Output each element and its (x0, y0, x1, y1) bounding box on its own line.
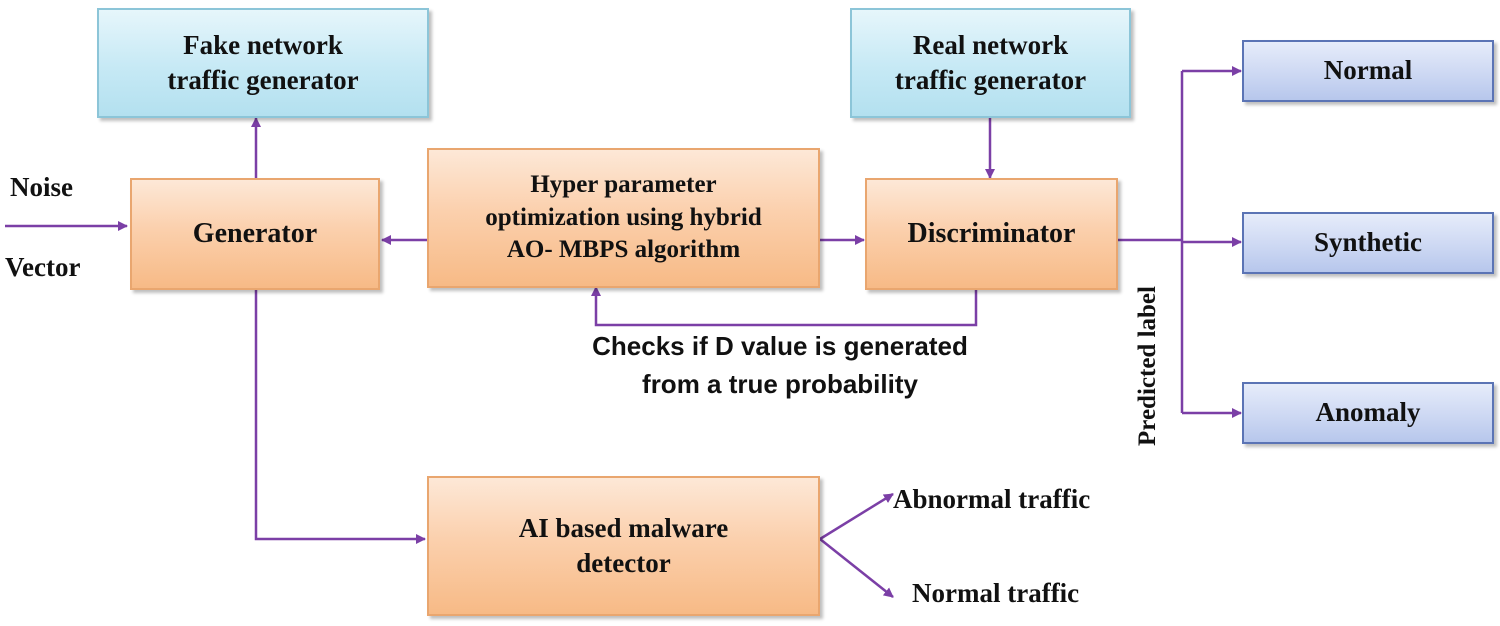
generator-box: Generator (130, 178, 380, 290)
checks-line-1: Checks if D value is generated (592, 331, 968, 361)
malware-line-1: AI based malware (518, 512, 729, 543)
normal-output-box: Normal (1242, 40, 1494, 102)
hyper-line-2: optimization using hybrid (485, 203, 762, 231)
anomaly-output-box: Anomaly (1242, 382, 1494, 444)
hyper-parameter-optimization-box: Hyper parameter optimization using hybri… (427, 148, 820, 288)
ai-malware-detector-box: AI based malware detector (427, 476, 820, 616)
real-generator-line-1: Real network (912, 29, 1069, 60)
synthetic-output-label: Synthetic (1314, 227, 1422, 258)
malware-to-abnormal-arrow (819, 492, 894, 541)
real-network-traffic-generator-box: Real network traffic generator (850, 8, 1131, 118)
abnormal-traffic-label: Abnormal traffic (893, 484, 1091, 514)
predicted-label-text: Predicted label (1134, 286, 1161, 446)
hyper-line-3: AO- MBPS algorithm (506, 236, 741, 264)
checks-line-2: from a true probability (642, 368, 918, 399)
vector-label: Vector (5, 252, 81, 282)
normal-output-label: Normal (1323, 55, 1413, 86)
synthetic-output-box: Synthetic (1242, 212, 1494, 274)
normal-traffic-label: Normal traffic (912, 578, 1080, 608)
malware-to-normal-arrow (819, 538, 894, 598)
discriminator-label: Discriminator (907, 217, 1076, 249)
generator-label: Generator (192, 217, 318, 249)
anomaly-output-label: Anomaly (1315, 397, 1421, 428)
malware-line-2: detector (576, 548, 671, 578)
hyper-line-1: Hyper parameter (530, 171, 717, 199)
generator-to-malware-arrow (254, 290, 426, 544)
fake-generator-line-2: traffic generator (167, 65, 359, 95)
noise-label: Noise (10, 172, 73, 202)
checks-d-value-label: Checks if D value is generated from a tr… (540, 328, 1020, 403)
fake-network-traffic-generator-box: Fake network traffic generator (97, 8, 429, 118)
discriminator-feedback-arrow (591, 286, 978, 327)
fake-generator-line-1: Fake network (183, 29, 343, 60)
real-generator-line-2: traffic generator (894, 65, 1087, 95)
discriminator-box: Discriminator (865, 178, 1118, 290)
